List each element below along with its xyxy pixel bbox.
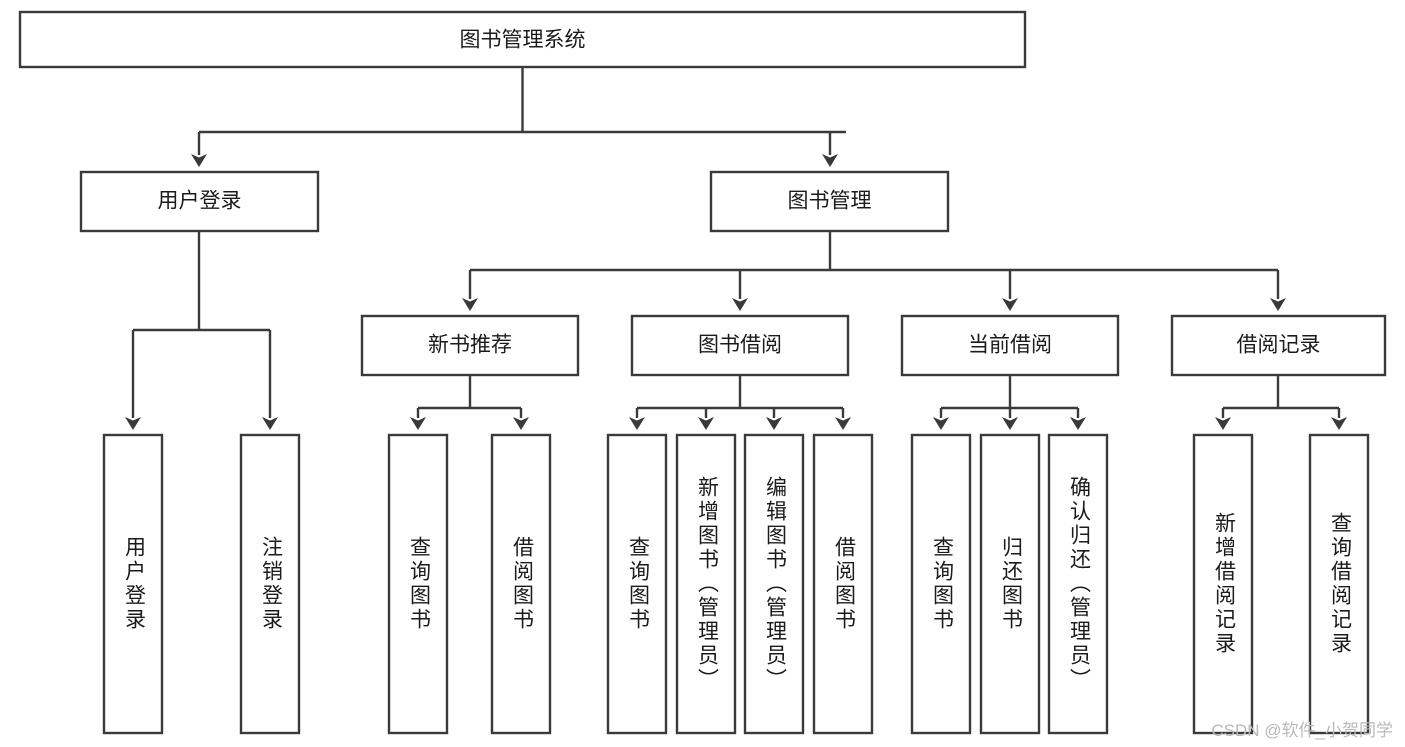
node-book-borrow-label: 图书借阅 <box>698 334 782 357</box>
node-leaf-query-book-2-box[interactable] <box>606 433 668 735</box>
node-borrow-record-label: 借阅记录 <box>1237 334 1321 357</box>
node-leaf-query-book-1[interactable]: 查询图书 <box>387 433 449 735</box>
node-current-borrow-label: 当前借阅 <box>968 334 1052 357</box>
node-leaf-query-book-1-label: 查询图书 <box>407 536 431 632</box>
node-leaf-confirm-return[interactable]: 确认归还（管理员） <box>1047 433 1109 735</box>
node-leaf-confirm-return-label: 确认归还（管理员） <box>1067 476 1091 692</box>
node-leaf-borrow-book-2-box[interactable] <box>812 433 874 735</box>
node-root-box[interactable] <box>18 10 1027 69</box>
node-leaf-return-book-box[interactable] <box>979 433 1041 735</box>
node-leaf-return-book-label: 归还图书 <box>999 536 1023 632</box>
node-new-book-recommend-box[interactable] <box>360 314 580 377</box>
node-leaf-add-record-label: 新增借阅记录 <box>1212 512 1236 656</box>
node-book-borrow-box[interactable] <box>630 314 850 377</box>
node-new-book-recommend-label: 新书推荐 <box>428 334 512 357</box>
csdn-watermark: CSDN @软件_小贺同学 <box>1211 721 1393 740</box>
node-leaf-query-book-3-box[interactable] <box>910 433 972 735</box>
node-leaf-edit-book-box[interactable] <box>743 433 805 735</box>
node-borrow-record-box[interactable] <box>1170 314 1387 377</box>
node-borrow-record[interactable]: 借阅记录 <box>1170 314 1387 377</box>
node-leaf-user-logout[interactable]: 注销登录 <box>239 433 301 735</box>
node-leaf-borrow-book-2[interactable]: 借阅图书 <box>812 433 874 735</box>
node-root[interactable]: 图书管理系统 <box>18 10 1027 69</box>
connector-layer <box>125 67 1347 430</box>
node-user-login-label: 用户登录 <box>158 190 242 213</box>
node-leaf-user-login-label: 用户登录 <box>122 536 146 632</box>
node-leaf-borrow-book-1-label: 借阅图书 <box>510 536 534 632</box>
node-leaf-add-book[interactable]: 新增图书（管理员） <box>675 433 737 735</box>
node-leaf-query-book-1-box[interactable] <box>387 433 449 735</box>
node-book-borrow[interactable]: 图书借阅 <box>630 314 850 377</box>
node-current-borrow[interactable]: 当前借阅 <box>900 314 1120 377</box>
node-leaf-user-logout-box[interactable] <box>239 433 301 735</box>
node-book-manage[interactable]: 图书管理 <box>709 170 950 233</box>
node-leaf-borrow-book-1-box[interactable] <box>490 433 552 735</box>
node-leaf-query-record-label: 查询借阅记录 <box>1328 512 1352 656</box>
node-book-manage-label: 图书管理 <box>788 190 872 213</box>
node-leaf-edit-book-label: 编辑图书（管理员） <box>763 476 787 692</box>
node-leaf-return-book[interactable]: 归还图书 <box>979 433 1041 735</box>
node-leaf-borrow-book-2-label: 借阅图书 <box>832 536 856 632</box>
node-leaf-edit-book[interactable]: 编辑图书（管理员） <box>743 433 805 735</box>
node-book-manage-box[interactable] <box>709 170 950 233</box>
node-leaf-add-book-box[interactable] <box>675 433 737 735</box>
node-current-borrow-box[interactable] <box>900 314 1120 377</box>
node-user-login[interactable]: 用户登录 <box>79 170 320 233</box>
node-leaf-confirm-return-box[interactable] <box>1047 433 1109 735</box>
node-leaf-user-login-box[interactable] <box>102 433 164 735</box>
node-leaf-query-book-3-label: 查询图书 <box>930 536 954 632</box>
node-root-label: 图书管理系统 <box>460 29 586 52</box>
node-leaf-user-login[interactable]: 用户登录 <box>102 433 164 735</box>
node-leaf-add-record-box[interactable] <box>1192 433 1254 735</box>
node-new-book-recommend[interactable]: 新书推荐 <box>360 314 580 377</box>
node-leaf-query-record-box[interactable] <box>1308 433 1370 735</box>
node-leaf-user-logout-label: 注销登录 <box>259 536 283 632</box>
node-leaf-add-record[interactable]: 新增借阅记录 <box>1192 433 1254 735</box>
node-leaf-query-record[interactable]: 查询借阅记录 <box>1308 433 1370 735</box>
node-leaf-query-book-2-label: 查询图书 <box>626 536 650 632</box>
node-leaf-query-book-2[interactable]: 查询图书 <box>606 433 668 735</box>
node-leaf-add-book-label: 新增图书（管理员） <box>695 476 719 692</box>
node-leaf-query-book-3[interactable]: 查询图书 <box>910 433 972 735</box>
node-leaf-borrow-book-1[interactable]: 借阅图书 <box>490 433 552 735</box>
node-user-login-box[interactable] <box>79 170 320 233</box>
